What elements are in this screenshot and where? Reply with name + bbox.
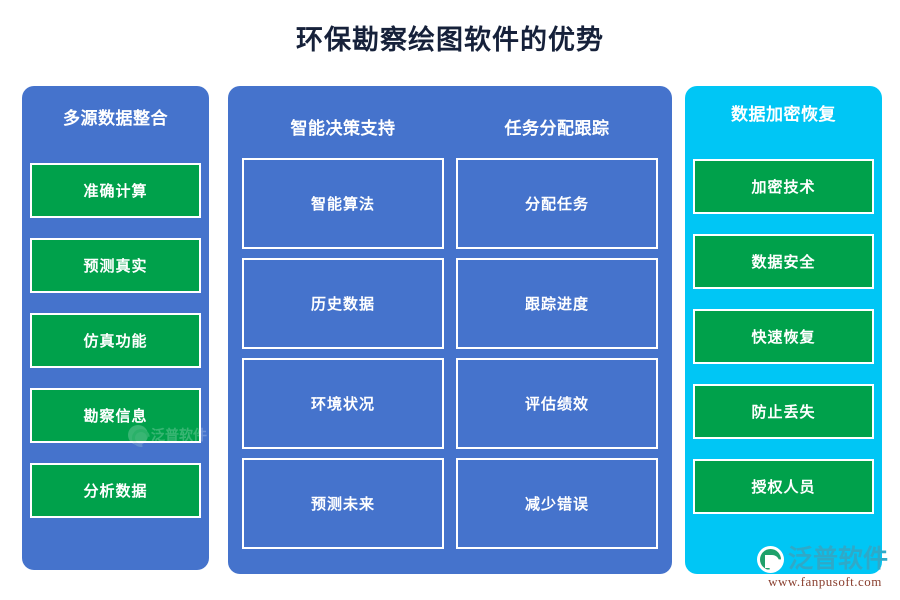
list-item[interactable]: 数据安全 — [693, 234, 874, 289]
list-item[interactable]: 快速恢复 — [693, 309, 874, 364]
subcolumn-b-item-list: 分配任务 跟踪进度 评估绩效 减少错误 — [456, 158, 658, 558]
list-item[interactable]: 勘察信息 — [30, 388, 201, 443]
list-item[interactable]: 历史数据 — [242, 258, 444, 349]
list-item[interactable]: 准确计算 — [30, 163, 201, 218]
list-item[interactable]: 评估绩效 — [456, 358, 658, 449]
subcolumn-b-header: 任务分配跟踪 — [504, 119, 610, 138]
page-title: 环保勘察绘图软件的优势 — [296, 25, 604, 55]
list-item[interactable]: 分配任务 — [456, 158, 658, 249]
subcolumn-smart-decision: 智能决策支持 智能算法 历史数据 环境状况 预测未来 — [242, 86, 444, 574]
list-item[interactable]: 智能算法 — [242, 158, 444, 249]
list-item[interactable]: 授权人员 — [693, 459, 874, 514]
panel-right-header: 数据加密恢复 — [731, 105, 836, 124]
panel-left-header: 多源数据整合 — [63, 109, 168, 128]
brand-url: www.fanpusoft.com — [768, 574, 882, 589]
panel-left-item-list: 准确计算 预测真实 仿真功能 勘察信息 分析数据 — [30, 163, 201, 538]
subcolumn-task-tracking: 任务分配跟踪 分配任务 跟踪进度 评估绩效 减少错误 — [456, 86, 658, 574]
panel-data-encryption-recovery[interactable]: 数据加密恢复 加密技术 数据安全 快速恢复 防止丢失 授权人员 — [685, 86, 882, 574]
list-item[interactable]: 防止丢失 — [693, 384, 874, 439]
panel-multi-source-data[interactable]: 多源数据整合 准确计算 预测真实 仿真功能 勘察信息 分析数据 — [22, 86, 209, 570]
columns-container: 多源数据整合 准确计算 预测真实 仿真功能 勘察信息 分析数据 智能决策支持 智… — [22, 86, 882, 574]
list-item[interactable]: 预测未来 — [242, 458, 444, 549]
panel-smart-decision-and-task[interactable]: 智能决策支持 智能算法 历史数据 环境状况 预测未来 任务分配跟踪 分配任务 跟… — [228, 86, 672, 574]
list-item[interactable]: 环境状况 — [242, 358, 444, 449]
list-item[interactable]: 预测真实 — [30, 238, 201, 293]
subcolumn-a-item-list: 智能算法 历史数据 环境状况 预测未来 — [242, 158, 444, 558]
list-item[interactable]: 仿真功能 — [30, 313, 201, 368]
subcolumn-a-header: 智能决策支持 — [290, 119, 396, 138]
list-item[interactable]: 分析数据 — [30, 463, 201, 518]
list-item[interactable]: 跟踪进度 — [456, 258, 658, 349]
list-item[interactable]: 减少错误 — [456, 458, 658, 549]
panel-right-item-list: 加密技术 数据安全 快速恢复 防止丢失 授权人员 — [693, 159, 874, 534]
list-item[interactable]: 加密技术 — [693, 159, 874, 214]
